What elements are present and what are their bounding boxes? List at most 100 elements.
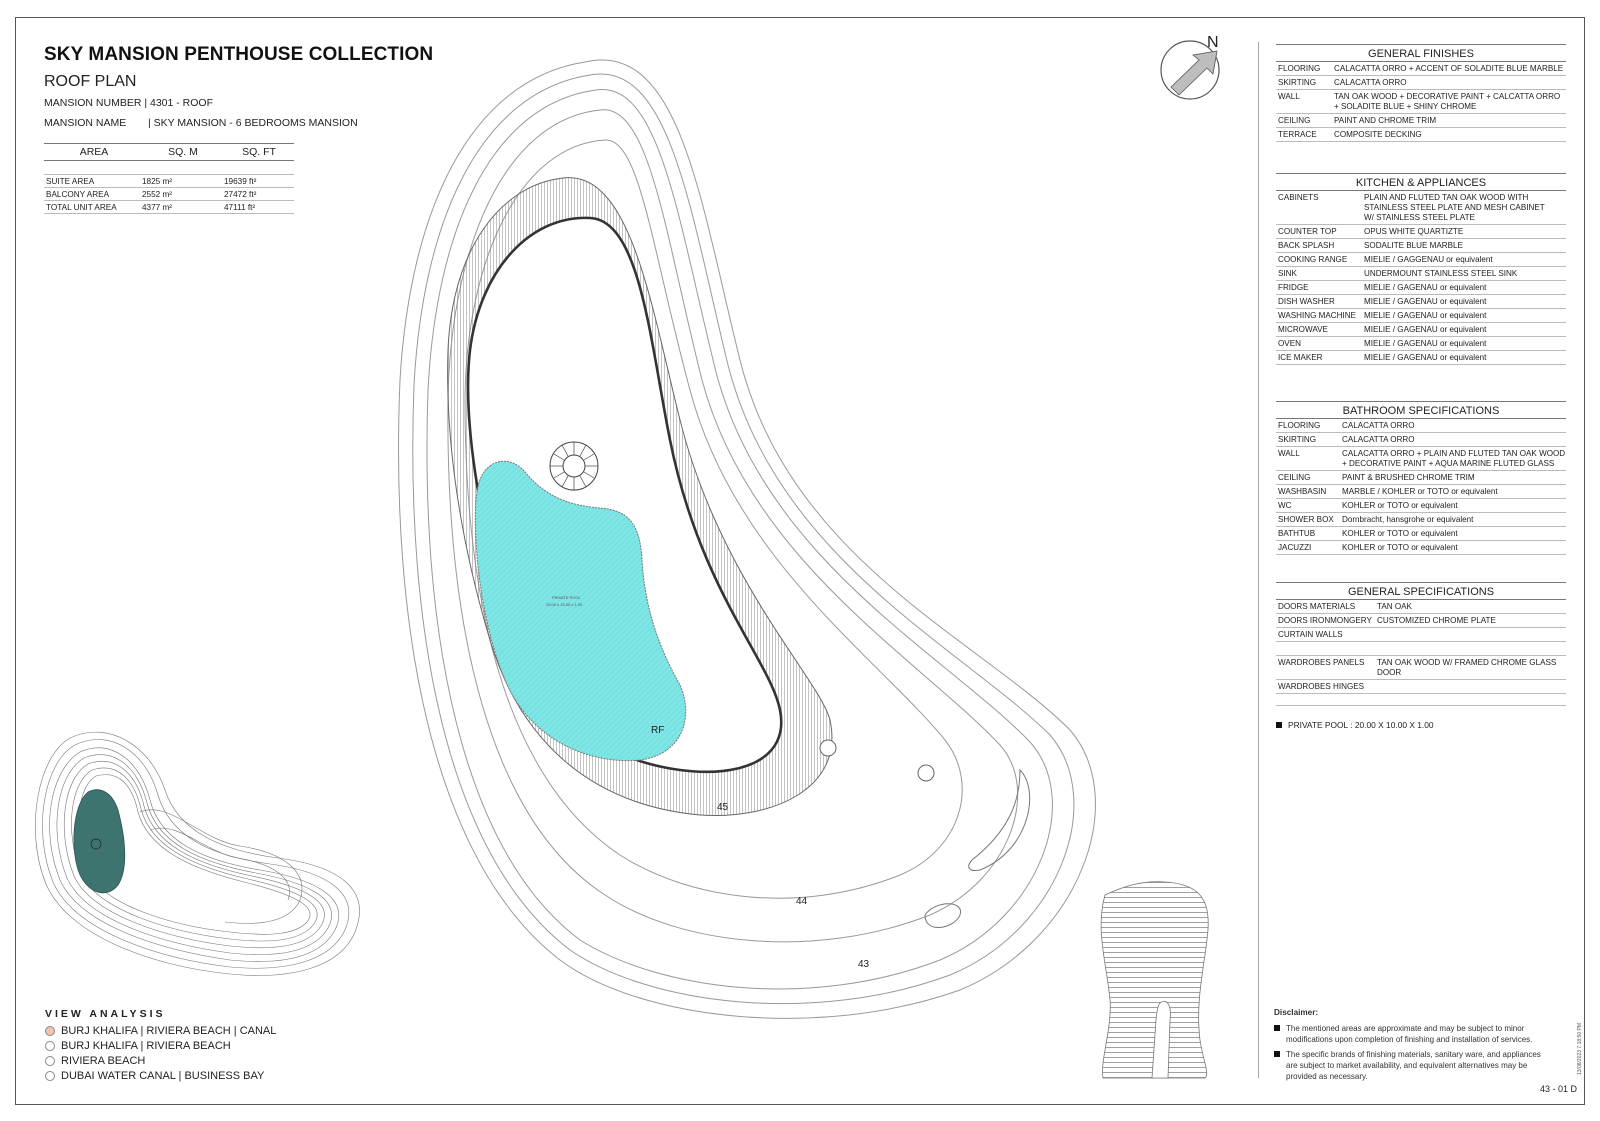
skylight: [968, 768, 1031, 871]
general-specs-title: GENERAL SPECIFICATIONS: [1276, 582, 1566, 600]
legend-label: BURJ KHALIFA | RIVIERA BEACH | CANAL: [61, 1025, 277, 1037]
spec-label: OVEN: [1278, 339, 1301, 348]
table-row: CURTAIN WALLS: [1276, 628, 1566, 642]
spec-label: SKIRTING: [1278, 435, 1317, 444]
spec-label: CABINETS: [1278, 193, 1319, 202]
row-sqm: 4377 m²: [142, 202, 173, 212]
pool-note-text: PRIVATE POOL : 20.00 X 10.00 X 1.00: [1288, 720, 1434, 730]
spec-value: PLAIN AND FLUTED TAN OAK WOOD WITH STAIN…: [1364, 193, 1545, 222]
private-pool: [474, 460, 687, 762]
spec-value: MIELIE / GAGENAU or equivalent: [1364, 297, 1487, 306]
spiral-stair-icon: [549, 441, 599, 491]
area-table: AREA SQ. M SQ. FT SUITE AREA 1825 m² 196…: [44, 143, 294, 214]
disclaimer-text: The specific brands of finishing materia…: [1286, 1050, 1541, 1081]
spec-label: ICE MAKER: [1278, 353, 1323, 362]
spec-value: [1377, 682, 1566, 692]
legend-dot-icon: [45, 1056, 55, 1066]
spec-label: WALL: [1278, 449, 1300, 458]
spec-label: BACK SPLASH: [1278, 241, 1335, 250]
spec-value: PAINT AND CHROME TRIM: [1334, 116, 1437, 125]
bullet-square-icon: [1276, 722, 1282, 728]
plan-subtitle: ROOF PLAN: [44, 73, 137, 90]
disclaimer-item: The mentioned areas are approximate and …: [1274, 1023, 1554, 1045]
kitchen-appliances-table: KITCHEN & APPLIANCES CABINETS PLAIN AND F…: [1276, 173, 1566, 365]
spec-value: MIELIE / GAGENAU or equivalent: [1364, 283, 1487, 292]
spec-label: COUNTER TOP: [1278, 227, 1337, 236]
spec-label: MICROWAVE: [1278, 325, 1328, 334]
spec-value: TAN OAK WOOD + DECORATIVE PAINT + CALCAT…: [1334, 92, 1561, 111]
general-finishes-title: GENERAL FINISHES: [1276, 44, 1566, 62]
north-label: N: [1207, 34, 1219, 51]
spec-value: KOHLER or TOTO or equivalent: [1342, 529, 1458, 538]
view-legend-item: RIVIERA BEACH: [45, 1055, 145, 1067]
legend-dot-icon: [45, 1041, 55, 1051]
spec-value: UNDERMOUNT STAINLESS STEEL SINK: [1364, 269, 1518, 278]
legend-label: BURJ KHALIFA | RIVIERA BEACH: [61, 1040, 231, 1052]
sheet-number: 43 - 01 D: [1540, 1084, 1578, 1094]
spec-label: [1276, 644, 1377, 654]
level-label-43: 43: [858, 959, 870, 970]
skylight: [924, 903, 961, 929]
spec-label: DOORS IRONMONGERY: [1278, 616, 1372, 625]
column-divider: [1258, 42, 1259, 1078]
tower-elevation-diagram: [1100, 881, 1209, 1079]
spec-value: PAINT & BRUSHED CHROME TRIM: [1342, 473, 1475, 482]
spec-value: Dornbracht, hansgrohe or equivalent: [1342, 515, 1474, 524]
spec-value: CUSTOMIZED CHROME PLATE: [1377, 616, 1496, 625]
key-plan-stair-icon: [90, 838, 102, 850]
spec-label: FLOORING: [1278, 64, 1321, 73]
pool-dims: 20.00 x 10.00 x 1.00: [546, 602, 583, 607]
row-label: BALCONY AREA: [46, 189, 110, 199]
spec-label: CEILING: [1278, 116, 1311, 125]
spec-label: JACUZZI: [1278, 543, 1312, 552]
table-row: OVEN MIELIE / GAGENAU or equivalent: [1276, 337, 1566, 351]
column-circle: [819, 739, 837, 757]
spec-label: TERRACE: [1278, 130, 1317, 139]
table-row: [1276, 642, 1566, 656]
spec-label: CEILING: [1278, 473, 1311, 482]
table-row: WALL CALACATTA ORRO + PLAIN AND FLUTED TA…: [1276, 447, 1566, 471]
spec-label: WASHBASIN: [1278, 487, 1327, 496]
row-sqm: 1825 m²: [142, 176, 173, 186]
spec-value: CALACATTA ORRO + PLAIN AND FLUTED TAN OA…: [1342, 449, 1566, 468]
view-legend-item: BURJ KHALIFA | RIVIERA BEACH | CANAL: [45, 1025, 276, 1037]
spec-label: SINK: [1278, 269, 1297, 278]
spec-label: DISH WASHER: [1278, 297, 1335, 306]
kitchen-title: KITCHEN & APPLIANCES: [1276, 173, 1566, 191]
bullet-square-icon: [1274, 1025, 1280, 1031]
spec-label: CURTAIN WALLS: [1278, 630, 1343, 639]
column-circle: [917, 764, 935, 782]
table-row: SUITE AREA 1825 m² 19639 ft²: [44, 175, 294, 188]
spec-value: MIELIE / GAGENAU or equivalent: [1364, 339, 1487, 348]
row-sqm: 2552 m²: [142, 189, 173, 199]
mansion-name-value: | SKY MANSION - 6 BEDROOMS MANSION: [148, 117, 358, 129]
legend-label: RIVIERA BEACH: [61, 1055, 146, 1067]
area-table-header: AREA SQ. M SQ. FT: [44, 143, 294, 161]
row-sqft: 19639 ft²: [224, 176, 257, 186]
table-row: CABINETS PLAIN AND FLUTED TAN OAK WOOD WI…: [1276, 191, 1566, 225]
key-plan-pool: [73, 789, 126, 894]
header-area: AREA: [79, 146, 109, 158]
spec-label: WARDROBES PANELS: [1278, 658, 1365, 667]
view-legend-item: BURJ KHALIFA | RIVIERA BEACH: [45, 1040, 231, 1052]
spec-value: [1377, 630, 1566, 640]
spec-label: COOKING RANGE: [1278, 255, 1348, 264]
table-row: DOORS IRONMONGERY CUSTOMIZED CHROME PLATE: [1276, 614, 1566, 628]
spec-label: WARDROBES HINGES: [1278, 682, 1365, 691]
pool-note: PRIVATE POOL : 20.00 X 10.00 X 1.00: [1276, 720, 1434, 730]
table-row: DISH WASHER MIELIE / GAGENAU or equivalen…: [1276, 295, 1566, 309]
spec-value: CALACATTA ORRO: [1342, 421, 1415, 430]
disclaimer: Disclaimer: The mentioned areas are appr…: [1274, 1008, 1554, 1086]
spec-label: BATHTUB: [1278, 529, 1316, 538]
spec-label: WASHING MACHINE: [1278, 311, 1356, 320]
